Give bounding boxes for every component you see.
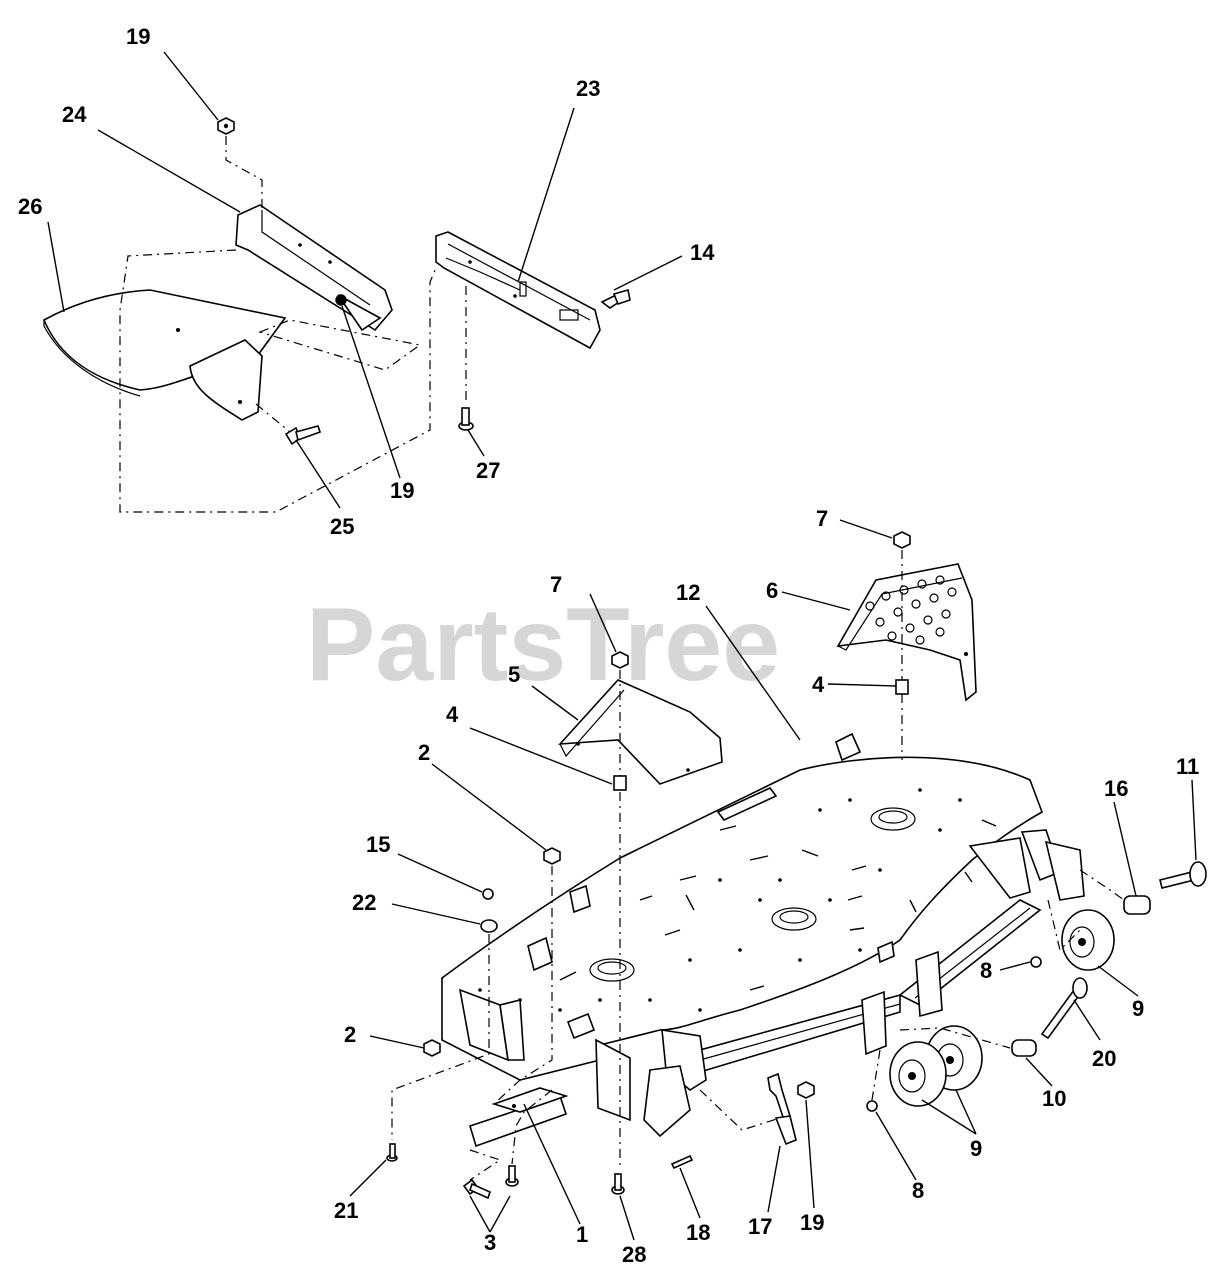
spacer-part-16 — [1123, 895, 1151, 915]
callout-25: 25 — [330, 514, 354, 539]
bolt-part-27 — [458, 407, 474, 431]
callout-9: 9 — [1132, 996, 1144, 1021]
callout-27: 27 — [476, 458, 500, 483]
callout-23: 23 — [576, 76, 600, 101]
nut-part-15 — [482, 888, 494, 900]
bolt-part-21 — [386, 1143, 398, 1162]
callout-2: 2 — [418, 740, 430, 765]
pin-part-14 — [600, 288, 631, 309]
chute-bracket-part-24 — [235, 204, 393, 332]
callout-7: 7 — [816, 506, 828, 531]
callout-12: 12 — [676, 580, 700, 605]
deflector-rail-part-23 — [435, 231, 601, 350]
callout-4: 4 — [812, 672, 825, 697]
nut-part-19-lower — [797, 1081, 815, 1099]
callout-7: 7 — [550, 572, 562, 597]
bolt-part-25 — [284, 425, 322, 446]
callout-3: 3 — [484, 1230, 496, 1255]
nut-part-8-lower — [866, 1100, 878, 1112]
nut-part-2-side — [423, 1039, 441, 1057]
callout-19: 19 — [390, 478, 414, 503]
bracket-part-1 — [469, 1087, 569, 1148]
callout-6: 6 — [766, 578, 778, 603]
callout-26: 26 — [18, 194, 42, 219]
chute-plate-outline — [258, 319, 422, 371]
pin-part-18 — [670, 1154, 694, 1170]
bracket-part-17 — [767, 1072, 797, 1146]
callout-17: 17 — [748, 1214, 772, 1239]
callout-5: 5 — [508, 662, 520, 687]
callout-15: 15 — [366, 832, 390, 857]
callout-10: 10 — [1042, 1086, 1066, 1111]
callout-18: 18 — [686, 1220, 710, 1245]
wheel-part-9-right — [1061, 909, 1115, 971]
callout-8: 8 — [912, 1178, 924, 1203]
spacer-part-4-right — [895, 679, 909, 695]
callout-8: 8 — [980, 958, 992, 983]
belt-shield-part-6 — [836, 563, 977, 702]
nut-part-8-right — [1030, 956, 1042, 968]
watermark: PartsTree — [306, 587, 780, 703]
spacer-part-4-center — [613, 775, 627, 791]
callout-22: 22 — [352, 890, 376, 915]
bolt-part-20 — [1040, 977, 1088, 1040]
callout-28: 28 — [622, 1242, 646, 1267]
nut-part-7-right — [893, 531, 911, 549]
callout-1: 1 — [576, 1222, 588, 1247]
callout-19: 19 — [126, 24, 150, 49]
chute-deflector-part-26 — [42, 289, 287, 421]
nut-part-2-top — [543, 847, 561, 865]
callout-16: 16 — [1104, 776, 1128, 801]
leader-lines — [47, 51, 1197, 1241]
spacer-part-22 — [480, 919, 498, 933]
nut-part-19-top — [217, 117, 235, 135]
mower-deck-part-12 — [440, 732, 1085, 1138]
callout-4: 4 — [446, 702, 459, 727]
bolt-part-11 — [1159, 861, 1207, 889]
callout-9: 9 — [970, 1136, 982, 1161]
callout-19: 19 — [800, 1210, 824, 1235]
callout-2: 2 — [344, 1022, 356, 1047]
nut-part-7-center — [611, 651, 629, 669]
callout-numbers: 19 24 23 26 14 19 27 25 7 6 7 12 5 4 4 2… — [18, 24, 1199, 1267]
callout-20: 20 — [1092, 1046, 1116, 1071]
spacer-part-10 — [1011, 1039, 1037, 1057]
belt-cover-part-5 — [558, 679, 723, 785]
callout-24: 24 — [62, 102, 87, 127]
callout-11: 11 — [1176, 754, 1199, 779]
callout-21: 21 — [334, 1198, 358, 1223]
bolt-part-28 — [611, 1173, 625, 1195]
wheel-part-9-lower-b — [889, 1041, 947, 1107]
bolts-part-3 — [462, 1165, 519, 1200]
callout-14: 14 — [690, 240, 715, 265]
